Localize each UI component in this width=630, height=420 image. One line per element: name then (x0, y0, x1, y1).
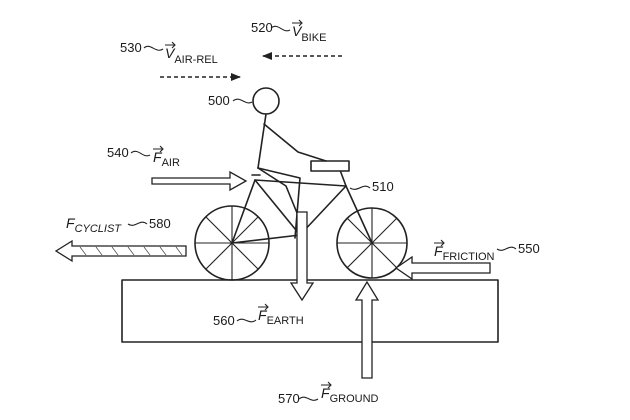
ref-570: 570 (278, 391, 300, 406)
svg-text:540: 540 (107, 145, 129, 160)
svg-text:550: 550 (518, 241, 540, 256)
rider-head (252, 87, 280, 115)
svg-text:FAIR: FAIR (153, 149, 180, 169)
svg-text:FGROUND: FGROUND (321, 385, 379, 405)
ref-530: 530 (120, 40, 142, 55)
ref-520: 520 (251, 20, 273, 35)
leader-550 (496, 246, 517, 251)
bicycle (194, 160, 408, 281)
f-air-symbol: F (153, 149, 163, 165)
f-ground-sub: GROUND (330, 393, 379, 405)
ground-block (121, 279, 499, 343)
f-earth-vector-mark (258, 303, 269, 311)
svg-text:560: 560 (213, 313, 235, 328)
svg-text:500: 500 (208, 93, 230, 108)
ref-550: 550 (518, 241, 540, 256)
svg-text:520: 520 (251, 20, 273, 35)
f-ground-symbol: F (321, 385, 331, 401)
svg-text:VBIKE: VBIKE (292, 23, 326, 44)
v-bike-sub: BIKE (301, 32, 326, 44)
ref-560: 560 (213, 313, 235, 328)
leader-570 (298, 396, 319, 401)
leader-500 (232, 98, 253, 104)
svg-text:FEARTH: FEARTH (258, 307, 304, 327)
bike-frame (231, 160, 373, 244)
v-air-rel-sub: AIR-REL (174, 54, 217, 66)
f-cyclist-symbol: F (66, 215, 76, 231)
leader-520 (270, 25, 291, 32)
ref-540: 540 (107, 145, 129, 160)
v-bike-symbol: V (292, 23, 303, 39)
f-earth-symbol: F (258, 307, 268, 323)
v-bike-vector-mark (292, 19, 303, 27)
svg-text:580: 580 (149, 216, 171, 231)
svg-text:VAIR-REL: VAIR-REL (165, 45, 218, 66)
f-cyclist-sub: CYCLIST (75, 223, 123, 235)
f-ground-arrow (354, 280, 380, 379)
v-air-rel-symbol: V (165, 45, 176, 61)
leader-560 (236, 318, 257, 323)
svg-text:530: 530 (120, 40, 142, 55)
f-earth-sub: EARTH (267, 315, 304, 327)
ref-510: 510 (372, 179, 394, 194)
f-friction-vector-mark (434, 239, 445, 247)
f-friction-arrow (394, 255, 491, 281)
svg-text:570: 570 (278, 391, 300, 406)
svg-text:FCYCLIST: FCYCLIST (66, 215, 122, 235)
leader-530 (143, 45, 164, 51)
f-friction-symbol: F (434, 243, 444, 259)
svg-text:510: 510 (372, 179, 394, 194)
svg-text:FFRICTION: FFRICTION (434, 243, 495, 263)
ref-500: 500 (208, 93, 230, 108)
f-cyclist-arrow (54, 239, 187, 263)
ref-580: 580 (149, 216, 171, 231)
leader-510 (349, 185, 371, 190)
f-ground-vector-mark (321, 381, 332, 389)
rear-wheel (194, 205, 270, 281)
f-friction-sub: FRICTION (443, 251, 495, 263)
f-earth-arrow (289, 211, 315, 302)
leader-580 (127, 221, 148, 226)
f-air-vector-mark (153, 145, 164, 153)
f-air-arrow (151, 170, 248, 192)
leader-540 (130, 150, 151, 157)
f-air-sub: AIR (162, 157, 180, 169)
v-air-rel-vector-mark (165, 41, 176, 49)
